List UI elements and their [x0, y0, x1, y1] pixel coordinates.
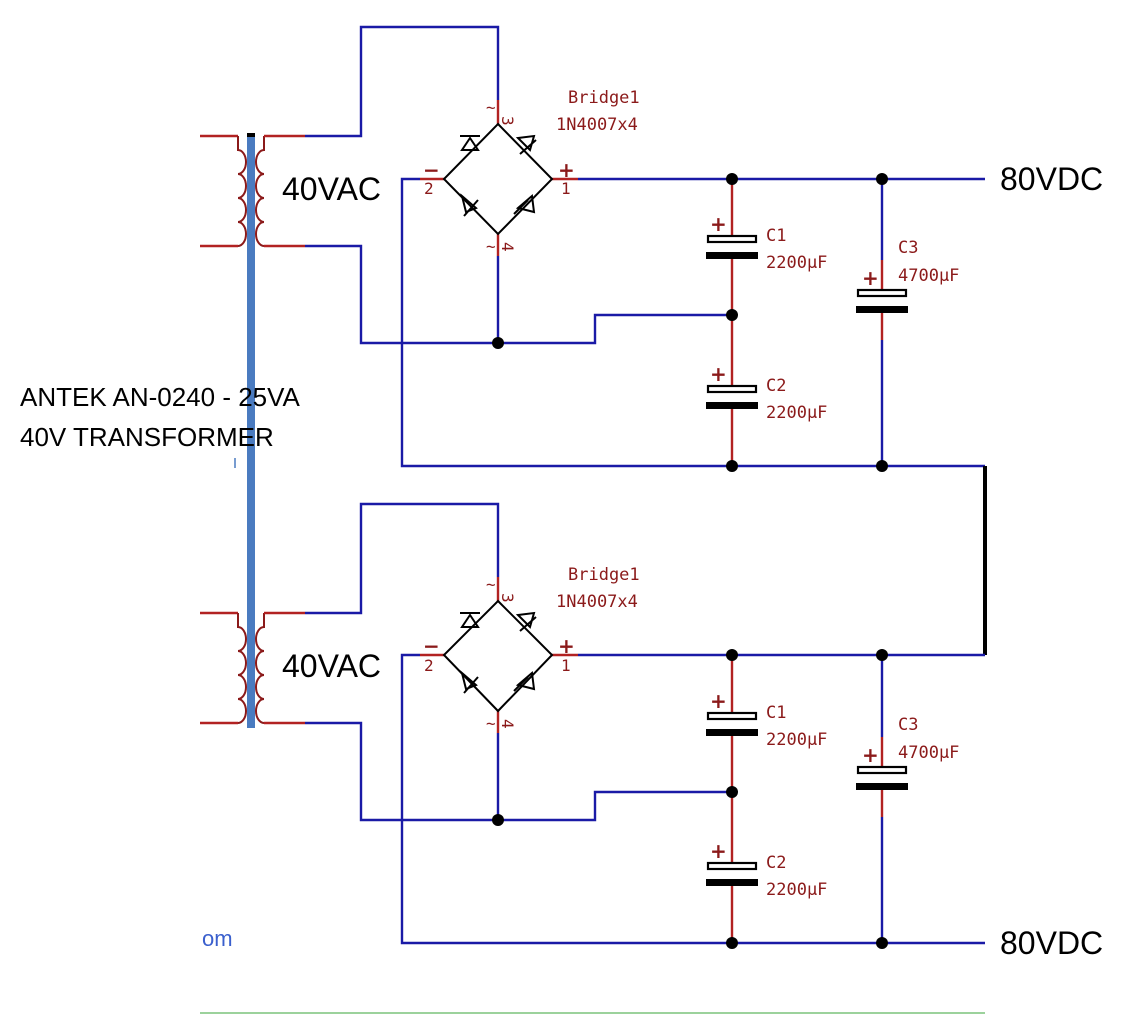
junction	[876, 460, 888, 472]
bridge-ac-sign-top: ~	[486, 98, 496, 117]
junction	[726, 173, 738, 185]
transformer-label-line2: 40V TRANSFORMER	[20, 422, 274, 452]
c1-plus-sign: +	[710, 689, 727, 713]
bridge-rectifier	[442, 599, 554, 713]
c3-plate-positive	[856, 765, 908, 775]
bridge-ref: Bridge1	[568, 88, 640, 108]
transformer-core-cap	[247, 133, 255, 137]
bridge-value: 1N4007x4	[556, 115, 638, 135]
wire-sec-bottom-to-midpoint	[305, 721, 732, 822]
c2-value: 2200µF	[766, 403, 827, 423]
bridge-value: 1N4007x4	[556, 592, 638, 612]
bridge-neg-sign: −	[423, 158, 440, 182]
c1-plate-positive	[706, 711, 758, 721]
junction	[876, 937, 888, 949]
junction	[726, 786, 738, 798]
primary-winding	[237, 613, 247, 724]
output-label-bottom: 80VDC	[1000, 925, 1103, 961]
bridge-neg-sign: −	[423, 634, 440, 658]
bridge-pin-2: 2	[424, 179, 434, 198]
wire-sec-bottom-to-midpoint	[305, 244, 732, 345]
bridge-pos-sign: +	[558, 158, 575, 182]
watermark-fragment: om	[202, 926, 233, 951]
c2-plate-positive	[706, 861, 758, 871]
c1-plus-sign: +	[710, 212, 727, 236]
bridge-pin-1: 1	[561, 656, 571, 675]
c1-value: 2200µF	[766, 253, 827, 273]
junction	[726, 937, 738, 949]
primary-leads	[200, 611, 238, 725]
c2-plate-negative	[706, 402, 758, 409]
c2-ref: C2	[766, 853, 786, 873]
bridge-pin-4: 4	[498, 719, 517, 729]
c1-ref: C1	[766, 703, 786, 723]
c1-plate-positive	[706, 234, 758, 244]
bridge-ac-sign-bottom: ~	[486, 237, 496, 256]
bridge-pins	[420, 577, 578, 733]
c3-value: 4700µF	[898, 743, 959, 763]
junction	[726, 649, 738, 661]
bridge-pin-1: 1	[561, 179, 571, 198]
bridge-pins	[420, 100, 578, 256]
c2-plus-sign: +	[710, 362, 727, 386]
output-label-top: 80VDC	[1000, 161, 1103, 197]
bridge-pin-4: 4	[498, 242, 517, 252]
wire-negative-rail	[400, 653, 985, 945]
junction	[726, 460, 738, 472]
bridge-pin-3: 3	[498, 593, 517, 603]
secondary-winding	[255, 613, 265, 724]
c1-plate-negative	[706, 729, 758, 736]
c2-plate-negative	[706, 879, 758, 886]
secondary-leads	[264, 611, 305, 725]
c1-value: 2200µF	[766, 730, 827, 750]
stage-bottom: 40VAC 3 4 2 1 − + ~ ~ Bridge1 1N4007x4 +…	[200, 502, 1103, 961]
wire-sec-top-to-ac1	[305, 502, 500, 615]
transformer-label-line1: ANTEK AN-0240 - 25VA	[20, 382, 301, 412]
c3-plate-negative	[856, 783, 908, 790]
c2-plus-sign: +	[710, 839, 727, 863]
junction	[876, 173, 888, 185]
c3-plus-sign: +	[862, 743, 879, 767]
c2-ref: C2	[766, 376, 786, 396]
wire-sec-top-to-ac1	[305, 25, 500, 138]
secondary-voltage-label: 40VAC	[282, 171, 381, 207]
c3-plus-sign: +	[862, 266, 879, 290]
c2-plate-positive	[706, 384, 758, 394]
c3-ref: C3	[898, 238, 918, 258]
junction	[726, 309, 738, 321]
c3-value: 4700µF	[898, 266, 959, 286]
secondary-winding	[255, 136, 265, 247]
primary-winding	[237, 136, 247, 247]
transformer-core	[247, 133, 255, 728]
c2-value: 2200µF	[766, 880, 827, 900]
c1-ref: C1	[766, 226, 786, 246]
c3-ref: C3	[898, 715, 918, 735]
c3-plate-negative	[856, 306, 908, 313]
stage-top: 40VAC 3 4 2 1 − + ~ ~ Bridge1 1N4007x4 +	[200, 25, 1103, 472]
wire-negative-rail	[400, 177, 985, 468]
secondary-leads	[264, 134, 305, 248]
bridge-rectifier	[442, 122, 554, 236]
junction	[876, 649, 888, 661]
bridge-pin-3: 3	[498, 116, 517, 126]
junction	[492, 337, 504, 349]
bridge-ref: Bridge1	[568, 565, 640, 585]
junction	[492, 814, 504, 826]
c3-plate-positive	[856, 288, 908, 298]
secondary-voltage-label: 40VAC	[282, 648, 381, 684]
bridge-pin-2: 2	[424, 656, 434, 675]
c1-plate-negative	[706, 252, 758, 259]
primary-leads	[200, 134, 238, 248]
bridge-ac-sign-bottom: ~	[486, 714, 496, 733]
bridge-pos-sign: +	[558, 634, 575, 658]
bridge-ac-sign-top: ~	[486, 575, 496, 594]
